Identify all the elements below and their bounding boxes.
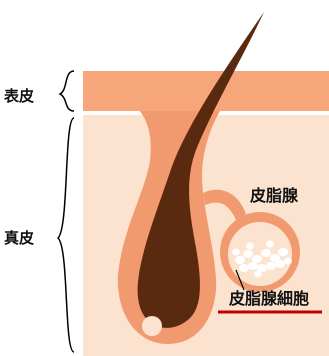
sebaceous-cells-label: 皮脂腺細胞 <box>228 289 309 308</box>
epidermis-bracket <box>60 71 74 111</box>
epidermis-label: 表皮 <box>4 87 34 105</box>
dermis-bracket <box>58 118 74 352</box>
dermis-label: 真皮 <box>4 229 34 247</box>
hair-papilla <box>142 316 162 336</box>
sebaceous-gland-label: 皮脂腺 <box>249 186 299 205</box>
